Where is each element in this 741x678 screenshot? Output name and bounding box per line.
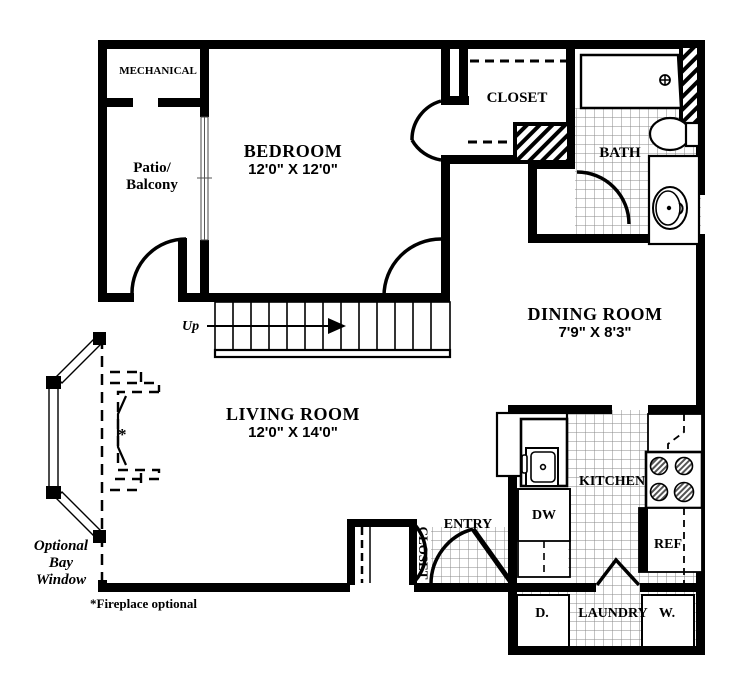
wall-entrycloset-left: [347, 519, 355, 585]
toilet: [648, 116, 701, 152]
wall-bath-bottom: [528, 234, 705, 243]
wall-exterior-left-upper: [98, 40, 107, 302]
optional-bay-window: [46, 332, 106, 580]
sink-faucet: [678, 202, 684, 215]
dishwasher-unit: [517, 488, 571, 578]
wall-patio-bottom-left: [98, 293, 134, 302]
bay-glass-middle: [48, 382, 59, 493]
door-swing-entry-closet: [411, 521, 428, 585]
bathtub-basin: [579, 53, 683, 110]
wall-bedroom-door-jamb: [441, 238, 450, 300]
wall-laundry-left: [508, 585, 517, 655]
wall-patio-bottom-right: [178, 293, 209, 302]
burner-rear-right: [673, 481, 695, 503]
bay-window-posts: [46, 332, 106, 543]
counter-above-range: [647, 413, 703, 453]
kitchen-counter-sink-run: [495, 411, 569, 488]
burner-front-left: [649, 456, 669, 476]
staircase: [207, 301, 452, 359]
laundry-appliances: [516, 594, 695, 648]
refrigerator-body: [638, 507, 703, 573]
wall-exterior-bottom-right: [508, 646, 705, 655]
wall-bedroom-right-lower: [441, 161, 450, 243]
hatch-block-closet-wall: [513, 122, 571, 164]
wall-mechanical-right: [200, 40, 209, 105]
refrigerator-door-edge: [639, 508, 648, 572]
kitchen-faucet: [521, 454, 528, 474]
closet-shelf-lines: [468, 59, 566, 144]
dishwasher-body: [517, 488, 571, 542]
bathtub: [579, 53, 683, 110]
stair-bottom-edge: [213, 348, 452, 359]
hatched-blocks: [513, 44, 701, 164]
wall-patio-right-bottom: [200, 240, 209, 302]
burner-front-right: [649, 482, 669, 502]
burner-rear-left: [674, 456, 694, 476]
wall-closet-jamb: [459, 40, 468, 98]
kitchen-sink-basin-inner: [530, 451, 556, 483]
firebox-curve: [116, 395, 128, 466]
wall-kitchen-laundry-right: [640, 583, 705, 592]
fireplace-outline-top: [110, 381, 161, 392]
door-swing-bedroom: [382, 237, 442, 297]
door-swings: [130, 99, 641, 587]
front-door-leaf: [470, 527, 516, 587]
wall-closet-bottom: [441, 155, 566, 164]
entry-tile-floor: [431, 527, 513, 585]
door-swing-laundry: [595, 557, 641, 587]
wall-bath-left: [528, 160, 537, 240]
wall-kitchen-laundry-left: [508, 583, 596, 592]
wall-closet-left-top: [441, 96, 469, 105]
wall-kitchen-left: [508, 405, 517, 587]
toilet-bowl: [648, 116, 692, 152]
door-swing-closet-right: [410, 139, 442, 162]
wall-mechanical-bottom-left: [98, 98, 133, 107]
wall-bedroom-right-upper: [441, 40, 450, 100]
range-cooktop: [644, 413, 704, 510]
fireplace-firebox: [116, 395, 128, 466]
hatch-block-bath-window: [679, 44, 701, 126]
kitchen-sink-drain: [539, 463, 547, 471]
refrigerator-unit: [638, 507, 703, 583]
entry-closet-shelf: [360, 527, 371, 583]
dryer-unit: [516, 594, 570, 648]
wall-bath-left-top: [528, 160, 575, 169]
wall-entrycloset-right: [409, 519, 417, 585]
wall-bedroom-bottom: [209, 293, 450, 302]
wall-closet-right: [566, 40, 575, 168]
wall-kitchen-top-right: [648, 405, 705, 414]
wall-patio-right-top: [200, 105, 209, 117]
range-centerline-upper: [667, 414, 685, 452]
toilet-tank: [684, 121, 701, 148]
fireplace-hearth-bottom: [118, 468, 161, 479]
door-swing-patio: [130, 237, 187, 294]
wall-exterior-bottom-left: [98, 583, 350, 592]
door-swing-closet-left: [410, 99, 442, 141]
wall-exterior-bottom-entryside: [414, 583, 514, 592]
wall-exterior-top: [98, 40, 705, 49]
door-swing-bath: [576, 170, 631, 225]
vanity-sink: [647, 154, 701, 246]
wall-mechanical-bottom-right: [158, 98, 209, 107]
wall-kitchen-top-left: [508, 405, 612, 414]
sink-drain: [666, 205, 672, 211]
wall-entrycloset-top: [347, 519, 417, 527]
wall-patio-doorjamb: [178, 238, 187, 300]
dishwasher-cabinet-run: [517, 488, 571, 578]
washer-unit: [641, 594, 695, 648]
door-swing-front-entry: [429, 527, 474, 585]
patio-sliding-door: [197, 116, 212, 241]
